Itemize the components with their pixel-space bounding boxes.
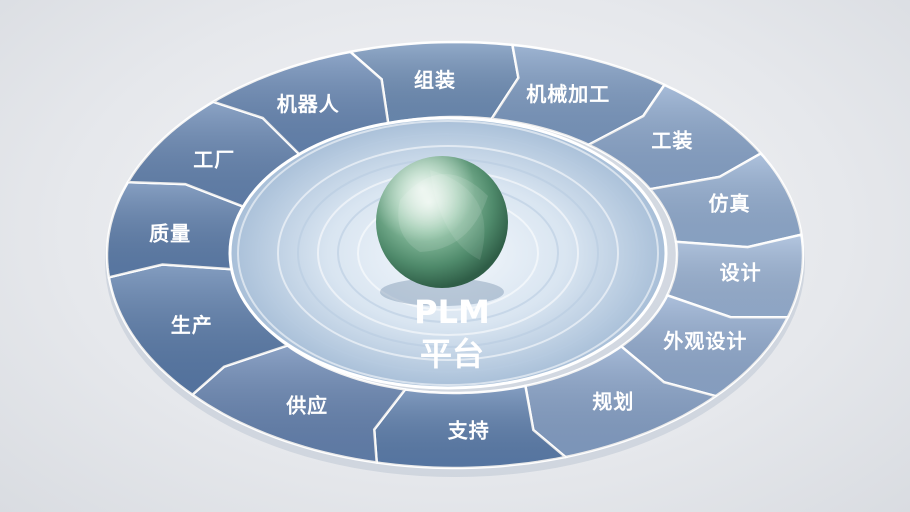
center-title-platform: 平台: [420, 335, 484, 373]
ripple-ring: [237, 120, 659, 386]
segment-machining-shade: [491, 44, 665, 145]
segment-design-shade: [667, 234, 803, 318]
segment-label-support: 支持: [448, 418, 490, 442]
segment-label-tooling: 工装: [651, 128, 693, 152]
segment-label-factory: 工厂: [193, 147, 235, 171]
segment-planning-shade: [525, 346, 716, 457]
segment-label-quality: 质量: [149, 222, 191, 246]
segment-quality-shade: [107, 182, 247, 278]
center-title-plm: PLM: [414, 293, 490, 331]
segment-label-machining: 机械加工: [526, 82, 610, 106]
segment-simulation-shade: [650, 153, 802, 248]
segment-robot-shade: [213, 51, 389, 156]
segment-support-shade: [374, 385, 566, 468]
segment-label-planning: 规划: [592, 389, 634, 413]
segment-label-supply: 供应: [285, 393, 328, 417]
segment-label-production: 生产: [171, 313, 213, 337]
segment-assembly-shade: [350, 42, 519, 124]
segment-factory-shade: [128, 101, 301, 208]
ripple-ring: [277, 145, 619, 361]
segment-label-robot: 机器人: [277, 92, 340, 116]
segment-label-assembly: 组装: [414, 68, 456, 92]
segment-label-design: 设计: [720, 261, 762, 285]
segment-label-styling: 外观设计: [663, 329, 747, 353]
center-sphere: [376, 156, 508, 306]
segment-styling-shade: [621, 295, 788, 397]
segment-label-simulation: 仿真: [709, 192, 751, 216]
segment-supply-shade: [192, 345, 406, 463]
segment-tooling-shade: [588, 84, 761, 190]
ripple-ring: [257, 133, 639, 373]
